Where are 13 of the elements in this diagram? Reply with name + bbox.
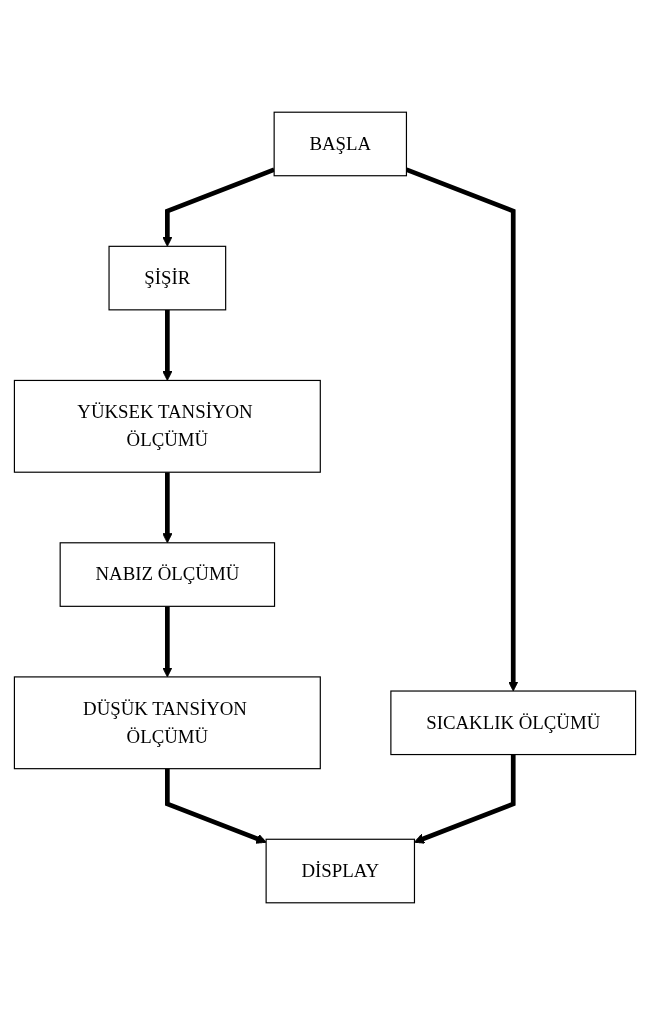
arrow bbox=[162, 606, 173, 678]
node-box: DÜŞÜK TANSİYON ÖLÇÜMÜ bbox=[13, 676, 321, 770]
arrow bbox=[162, 167, 275, 247]
node-box: SICAKLIK ÖLÇÜMÜ bbox=[390, 690, 637, 756]
arrow bbox=[165, 768, 267, 844]
node-box: NABIZ ÖLÇÜMÜ bbox=[59, 542, 276, 607]
arrow bbox=[162, 472, 173, 544]
node-box: ŞİŞİR bbox=[108, 245, 227, 311]
arrow bbox=[162, 309, 173, 381]
node-box: DİSPLAY bbox=[265, 838, 416, 904]
node-box: YÜKSEK TANSİYON ÖLÇÜMÜ bbox=[13, 379, 321, 473]
node-box: BAŞLA bbox=[273, 111, 408, 177]
arrow bbox=[414, 754, 516, 844]
